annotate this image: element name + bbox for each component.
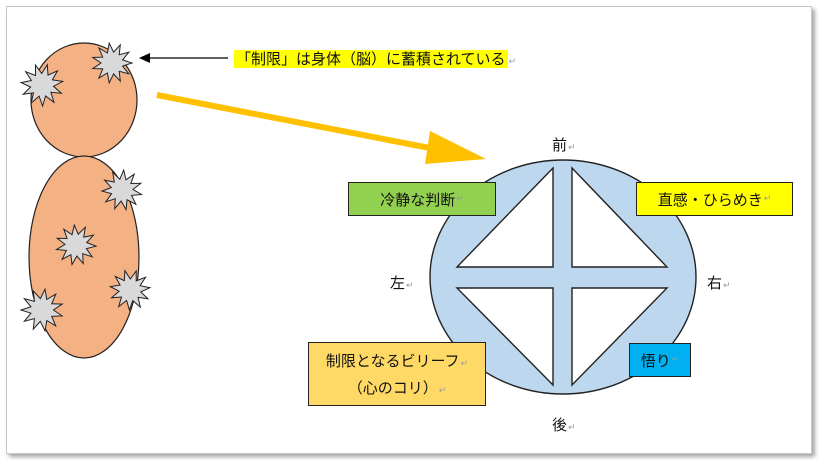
calm-judgment-box: 冷静な判断↵ — [348, 182, 496, 216]
burst-mark — [100, 168, 144, 212]
direction-front-text: 前 — [552, 136, 568, 154]
burst-mark — [54, 223, 98, 267]
direction-front: 前↵ — [552, 134, 576, 155]
quadrant-lower-left — [455, 287, 554, 387]
annotation-text: 「制限」は身体（脳）に蓄積されている — [234, 50, 508, 68]
limitation-bursts — [19, 41, 152, 333]
direction-right: 右↵ — [707, 272, 731, 293]
direction-left: 左↵ — [390, 272, 414, 293]
paragraph-mark: ↵ — [406, 281, 414, 291]
direction-back-text: 後 — [552, 416, 568, 434]
burst-mark — [19, 63, 65, 108]
direction-left-text: 左 — [390, 274, 406, 292]
direction-right-text: 右 — [707, 274, 723, 292]
paragraph-mark: ↵ — [763, 194, 772, 204]
intuition-text: 直感・ひらめき — [657, 190, 763, 209]
quadrant-upper-right — [571, 166, 669, 268]
burst-mark — [91, 41, 134, 85]
paragraph-mark: ↵ — [671, 355, 680, 365]
limiting-belief-box: 制限となるビリーフ↵ （心のコリ）↵ — [308, 342, 486, 406]
enlightenment-text: 悟り — [640, 351, 671, 370]
paragraph-mark: ↵ — [460, 359, 469, 369]
quadrant-upper-left — [455, 166, 554, 268]
big-arrow-shaft — [156, 92, 441, 153]
paragraph-mark: ↵ — [508, 57, 517, 67]
annotation-arrowhead — [139, 53, 150, 63]
calm-judgment-text: 冷静な判断 — [380, 190, 456, 209]
paragraph-mark: ↵ — [568, 143, 576, 153]
mind-circle — [429, 159, 697, 395]
intuition-box: 直感・ひらめき↵ — [636, 182, 793, 216]
limiting-belief-line1: 制限となるビリーフ — [325, 352, 460, 370]
big-arrow-head — [425, 131, 486, 164]
paragraph-mark: ↵ — [723, 281, 731, 291]
burst-mark — [108, 269, 152, 312]
annotation-label: 「制限」は身体（脳）に蓄積されている↵ — [234, 48, 516, 69]
burst-mark — [19, 287, 64, 333]
limiting-belief-line2: （心のコリ） — [347, 379, 438, 397]
limiting-belief-line2-row: （心のコリ）↵ — [348, 377, 447, 398]
limiting-belief-line1-row: 制限となるビリーフ↵ — [326, 350, 468, 371]
direction-back: 後↵ — [552, 414, 576, 435]
enlightenment-box: 悟り↵ — [629, 343, 691, 377]
paragraph-mark: ↵ — [456, 194, 464, 204]
paragraph-mark: ↵ — [568, 423, 576, 433]
quadrant-lower-right — [571, 287, 669, 387]
paragraph-mark: ↵ — [438, 386, 447, 396]
